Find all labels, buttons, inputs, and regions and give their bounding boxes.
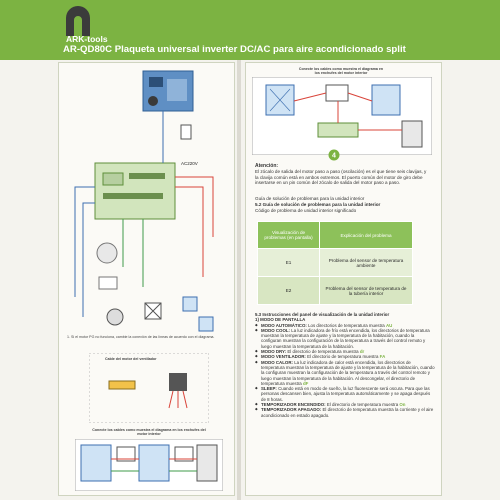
mode-item: TEMPORIZADOR ENCENDIDO: El directorio de… [255,402,435,408]
mode-text: El directorio de temperatura muestra la … [261,407,434,418]
table-cell: Problema del sensor de temperatura de la… [319,276,413,305]
mode-item: MODO DRY: El directorio de temperatura m… [255,349,435,355]
mode-display-code: dF [303,380,309,386]
mode-text: Cuando está en modo de sueño, la luz flu… [261,386,431,402]
logo-text: ARK-tools [66,34,108,44]
mode-label: TEMPORIZADOR APAGADO: [261,407,322,413]
mode-item: TEMPORIZADOR APAGADO: El directorio de t… [255,407,435,418]
mode-item: SLEEP: Cuando está en modo de sueño, la … [255,386,435,402]
attention-title: Atención: [255,163,279,169]
mode-display-code: FA [379,354,386,360]
page-fold [237,60,241,500]
table-row: E1 Problema del sensor de temperatura am… [257,248,413,277]
mode-label: MODO DRY: [261,349,287,355]
troubleshooting-guide: Guía de solución de problemas para la un… [255,196,425,214]
table-header: Explicación del problema [319,221,413,249]
instructions-title: 5.3 Instrucciones del panel de visualiza… [255,312,390,317]
caption-motor-pg: 1. Si el motor PG no funciona, cambie la… [67,335,215,339]
mode-text: Los directorios de temperatura muestra [308,322,385,328]
table-cell: E1 [257,248,320,277]
mode-label: SLEEP: [261,386,277,392]
error-code-table: Visualización de problemas (en pantalla)… [257,221,413,305]
mode-display-code: dr [359,349,365,355]
mode-item: MODO AUTOMÁTICO: Los directorios de temp… [255,322,435,329]
table-cell: E2 [257,276,320,305]
mode-label: TEMPORIZADOR ENCENDIDO: [261,402,326,408]
left-column: AC220V 1. Si el motor PG no funciona, ca… [58,62,235,496]
attention-note: Atención: El zócalo de salida del motor … [255,163,430,186]
step-number-badge: 4 [328,149,340,161]
right-top-title: Conecte los cables como muestra el diagr… [298,67,384,76]
header-banner: ARK-tools AR-QD80C Plaqueta universal in… [0,0,500,60]
guide-line: 5.2 Guía de solución de problemas para l… [255,202,381,207]
lower-diagram-title: Conecte los cables como muestra el diagr… [92,428,206,437]
step-number: 4 [332,153,336,160]
mode-display-code: On [399,402,406,408]
mode-label: MODO AUTOMÁTICO: [261,322,307,328]
mode-text: El directorio de temperatura muestra [307,354,379,360]
mode-display-code: AU [385,322,393,328]
mode-item: MODO CALOR: La luz indicadora de calor e… [255,360,435,386]
mode-label: MODO CALOR: [261,359,293,365]
ac-label: AC220V [181,161,198,166]
table-header: Visualización de problemas (en pantalla) [257,221,320,249]
fan-cable-box [89,353,209,423]
attention-body: El zócalo de salida del motor paso a pas… [255,169,427,186]
ark-logo-icon [66,6,90,36]
mode-text: El directorio de temperatura muestra [287,349,359,355]
indoor-motor-diagram [252,77,432,155]
guide-line: Código de problema de unidad interior si… [255,208,357,213]
mode-text: El directorio de temperatura muestra [326,402,399,408]
mode-text: La luz indicadora de calor está encendid… [261,359,435,386]
mode-label: MODO VENTILADOR: [261,354,306,360]
motor-connection-diagram [75,439,223,491]
table-row: E2 Problema del sensor de temperatura de… [257,276,413,305]
display-instructions: 5.3 Instrucciones del panel de visualiza… [255,312,435,418]
mode-text: La luz indicadora de frío está encendida… [261,327,430,349]
instructions-subtitle: 1) MODO DE PANTALLA [255,317,306,323]
mode-item: MODO VENTILADOR: El directorio de temper… [255,354,435,360]
page-title: AR-QD80C Plaqueta universal inverter DC/… [63,44,406,55]
table-cell: Problema del sensor de temperatura ambie… [319,248,413,277]
guide-line: Guía de solución de problemas para la un… [255,196,365,201]
mode-item: MODO COOL: La luz indicadora de frío est… [255,328,435,349]
mode-label: MODO COOL: [261,327,291,333]
wiring-diagram: AC220V [74,70,214,332]
fan-cable-title: Cable del motor del ventilador [105,357,157,361]
